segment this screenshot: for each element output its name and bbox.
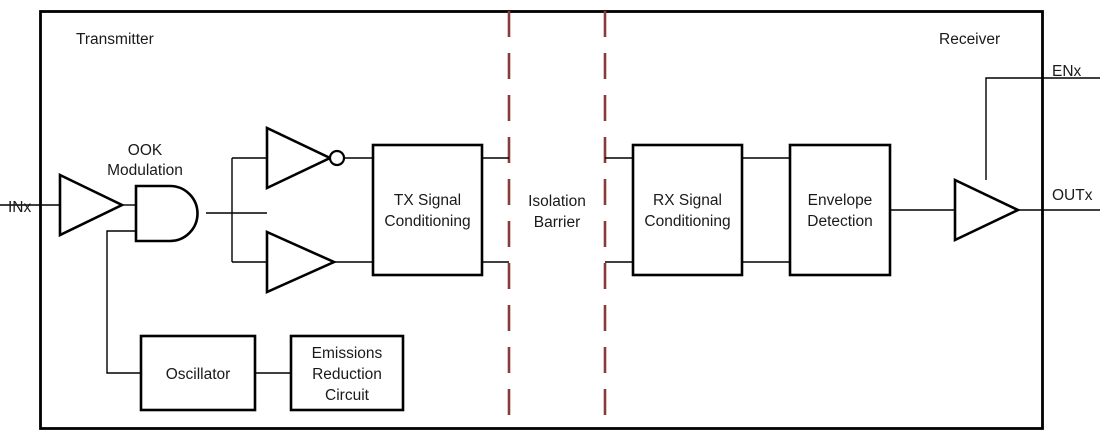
label-tx-signal-conditioning-line2: Conditioning — [384, 213, 470, 230]
inverter-bubble-icon — [328, 149, 346, 167]
block-rx-signal-conditioning[interactable] — [631, 143, 744, 277]
label-receiver: Receiver — [939, 31, 1000, 48]
device-outline — [39, 10, 1044, 430]
gate-buffer[interactable] — [265, 229, 338, 295]
block-tx-signal-conditioning[interactable] — [371, 143, 484, 277]
label-oscillator: Oscillator — [166, 366, 231, 383]
label-port-inx: INx — [8, 199, 32, 216]
label-rx-signal-conditioning-line1: RX Signal — [653, 192, 722, 209]
label-emissions-reduction-line1: Emissions — [312, 345, 383, 362]
wire-oscillator-to-and — [106, 230, 141, 374]
label-envelope-detection-line2: Detection — [807, 213, 872, 230]
label-envelope-detection-line1: Envelope — [808, 192, 873, 209]
label-port-enx: ENx — [1052, 63, 1082, 80]
label-rx-signal-conditioning-line2: Conditioning — [644, 213, 730, 230]
label-tx-signal-conditioning-line1: TX Signal — [394, 192, 461, 209]
label-emissions-reduction-line2: Reduction — [312, 366, 382, 383]
label-ook-line1: OOK — [128, 142, 163, 159]
label-emissions-reduction-line3: Circuit — [325, 387, 370, 404]
block-emissions-reduction-circuit[interactable] — [289, 334, 405, 412]
gate-input-buffer[interactable] — [58, 172, 125, 238]
wire-enx-to-output-buffer-enable — [985, 77, 1100, 180]
gate-and[interactable] — [134, 184, 199, 243]
label-port-outx: OUTx — [1052, 187, 1093, 204]
gate-output-buffer[interactable] — [953, 177, 1022, 243]
label-isolation-barrier-line2: Barrier — [534, 214, 581, 231]
block-envelope-detection[interactable] — [788, 143, 892, 277]
gate-inverter[interactable] — [265, 125, 334, 191]
block-oscillator[interactable] — [139, 334, 257, 412]
label-transmitter: Transmitter — [76, 31, 154, 48]
label-ook-line2: Modulation — [107, 162, 183, 179]
label-isolation-barrier-line1: Isolation — [528, 193, 586, 210]
